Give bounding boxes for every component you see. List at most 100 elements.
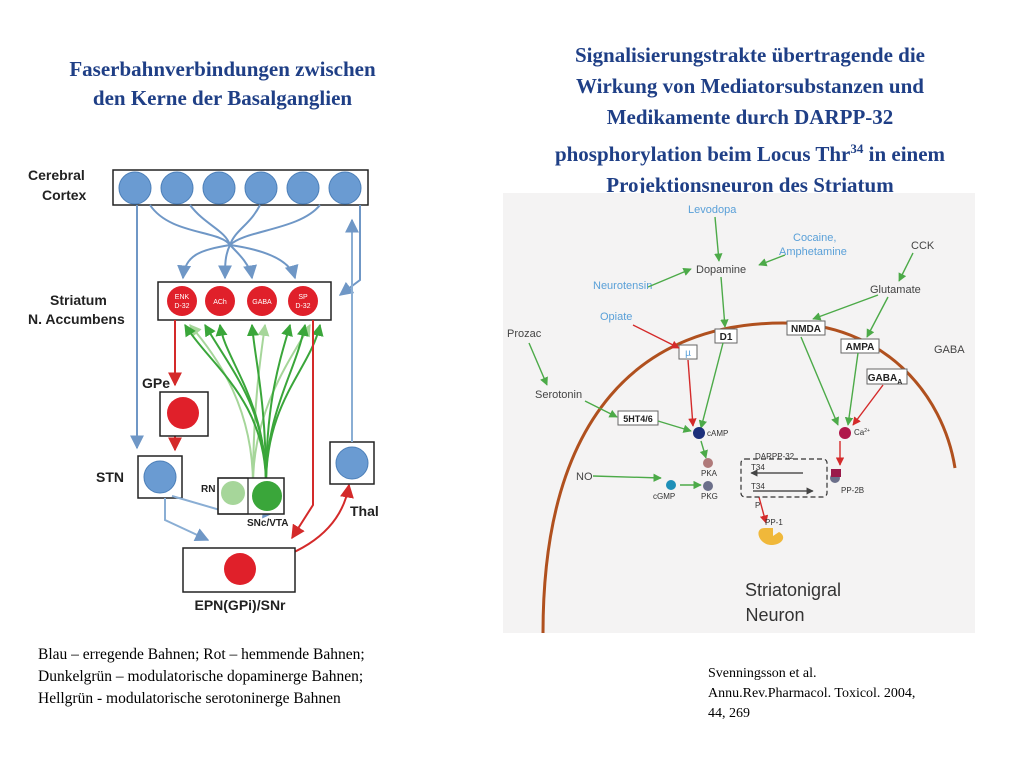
- pp1-label: PP-1: [765, 518, 783, 527]
- camp-label: cAMP: [707, 429, 728, 438]
- nmda-label: NMDA: [791, 324, 821, 335]
- pathway-legend: Blau – erregende Bahnen; Rot – hemmende …: [38, 644, 365, 710]
- rn-box: [217, 477, 249, 515]
- gaba-a-subscript: A: [897, 379, 902, 386]
- inhibitory-arrows: [632, 324, 884, 524]
- striatum-cell-enk: [167, 286, 197, 316]
- 5ht-label: 5HT4/6: [623, 414, 653, 424]
- cocaine-label-1: Cocaine,: [793, 232, 836, 244]
- striatum-cell-sp: [288, 286, 318, 316]
- cortex-label-1: Cerebral: [28, 167, 85, 183]
- pkg-molecule: [703, 481, 713, 491]
- striatum-cell-gaba: [247, 286, 277, 316]
- cortex-box: [112, 169, 369, 206]
- right-title-line-4-end: in einem: [863, 142, 946, 166]
- darpp32-cycle-arrows: [750, 469, 814, 495]
- calcium-molecule: [839, 427, 851, 439]
- gpe-label: GPe: [142, 375, 170, 391]
- neuron-label-1: Striatonigral: [745, 580, 841, 600]
- pp1-enzyme: [758, 528, 784, 545]
- nmda-receptor: [786, 320, 826, 336]
- darpp32-signaling-diagram: Levodopa Cocaine, Amphetamine CCK Dopami…: [503, 193, 975, 633]
- striatum-label-2: N. Accumbens: [28, 311, 125, 327]
- legend-line-3: Hellgrün - modulatorische serotoninerge …: [38, 690, 341, 707]
- t34-bottom-label: T34: [751, 482, 765, 491]
- right-title-line-1: Signalisierungstrakte übertragende die: [575, 43, 925, 67]
- cortex-label-2: Cortex: [42, 187, 87, 203]
- camp-molecule: [693, 427, 705, 439]
- legend-line-2: Dunkelgrün – modulatorische dopaminerge …: [38, 668, 364, 685]
- cortex-cell: [118, 171, 152, 205]
- no-label: NO: [576, 471, 593, 483]
- phosphate-label: P: [755, 501, 760, 510]
- pkg-label: PKG: [701, 492, 718, 501]
- striatum-cell-ach: [205, 286, 235, 316]
- thal-label: Thal: [350, 503, 379, 519]
- serotonin-label: Serotonin: [535, 389, 582, 401]
- right-title-line-2: Wirkung von Mediatorsubstanzen und: [576, 74, 924, 98]
- mu-receptor: [678, 344, 698, 360]
- receptors: D1 NMDA AMPA GABAA µ 5HT4/6: [617, 320, 908, 426]
- calcium-text: Ca: [854, 428, 865, 437]
- right-title-line-4: phosphorylation beim Locus Thr34 in eine…: [490, 133, 1010, 170]
- ampa-receptor: [840, 338, 880, 354]
- right-title-line-4-text: phosphorylation beim Locus Thr: [554, 142, 851, 166]
- glutamate-label: Glutamate: [870, 284, 921, 296]
- signaling-panel-bg: [503, 193, 975, 633]
- calcium-label: Ca2+: [854, 428, 870, 437]
- gaba-a-receptor: [866, 368, 908, 385]
- neuron-membrane: [541, 321, 957, 633]
- pp2b-calcium-bound: [831, 469, 841, 477]
- mu-label: µ: [685, 348, 691, 359]
- pka-molecule: [703, 458, 713, 468]
- cortex-cell: [328, 171, 362, 205]
- cortex-cell: [202, 171, 236, 205]
- left-title-line-1: Faserbahnverbindungen zwischen: [69, 57, 376, 81]
- gpe-cell: [167, 397, 199, 429]
- stn-label: STN: [96, 469, 124, 485]
- gaba-a-label: GABAA: [868, 373, 903, 386]
- cell-label-d32: D-32: [174, 303, 189, 310]
- cortex-striatum-paths: [130, 204, 361, 450]
- pp2b-label: PP-2B: [841, 486, 864, 495]
- d1-label: D1: [720, 332, 733, 343]
- cgmp-molecule: [666, 480, 676, 490]
- 5ht-receptor: [617, 410, 659, 426]
- cgmp-label: cGMP: [653, 492, 675, 501]
- gaba-input-label: GABA: [934, 344, 965, 356]
- ampa-label: AMPA: [846, 342, 875, 353]
- striatum-cells: [167, 286, 318, 316]
- citation-line-2: Annu.Rev.Pharmacol. Toxicol. 2004,: [708, 686, 916, 701]
- levodopa-label: Levodopa: [688, 204, 737, 216]
- molecule-labels: cAMP Ca2+ DARPP-32 T34 T34 PKA PKG cGMP …: [653, 428, 870, 527]
- gaba-a-text: GABA: [868, 373, 897, 384]
- calcium-superscript: 2+: [864, 428, 870, 434]
- cell-label-enk: ENK: [175, 294, 190, 301]
- citation-line-1: Svenningsson et al.: [708, 666, 817, 681]
- right-title-superscript: 34: [850, 141, 864, 156]
- right-title-line-3: Medikamente durch DARPP-32: [606, 105, 894, 129]
- cck-label: CCK: [911, 240, 935, 252]
- cortex-cell: [286, 171, 320, 205]
- legend-line-1: Blau – erregende Bahnen; Rot – hemmende …: [38, 646, 365, 663]
- stn-cell: [143, 460, 177, 494]
- epn-label: EPN(GPi)/SNr: [194, 597, 286, 613]
- thal-cell: [335, 446, 369, 480]
- opiate-label: Opiate: [600, 311, 632, 323]
- neuron-label-2: Neuron: [745, 605, 804, 625]
- activating-arrows: [528, 216, 914, 490]
- cortex-cell: [160, 171, 194, 205]
- striatum-label-1: Striatum: [50, 292, 107, 308]
- darpp32-cycle: [740, 458, 828, 498]
- citation: Svenningsson et al. Annu.Rev.Pharmacol. …: [708, 664, 915, 724]
- epn-cell: [224, 553, 256, 585]
- citation-line-3: 44, 269: [708, 706, 750, 721]
- left-title: Faserbahnverbindungen zwischen den Kerne…: [20, 55, 425, 113]
- basal-ganglia-diagram: Cerebral Cortex Striatum N. Accumbens EN…: [28, 167, 379, 613]
- left-title-line-2: den Kerne der Basalganglien: [92, 86, 353, 110]
- t34-top-label: T34: [751, 463, 765, 472]
- neurotensin-label: Neurotensin: [593, 280, 652, 292]
- prozac-label: Prozac: [507, 328, 542, 340]
- cortex-cells: [118, 171, 362, 205]
- rn-cell: [221, 481, 245, 505]
